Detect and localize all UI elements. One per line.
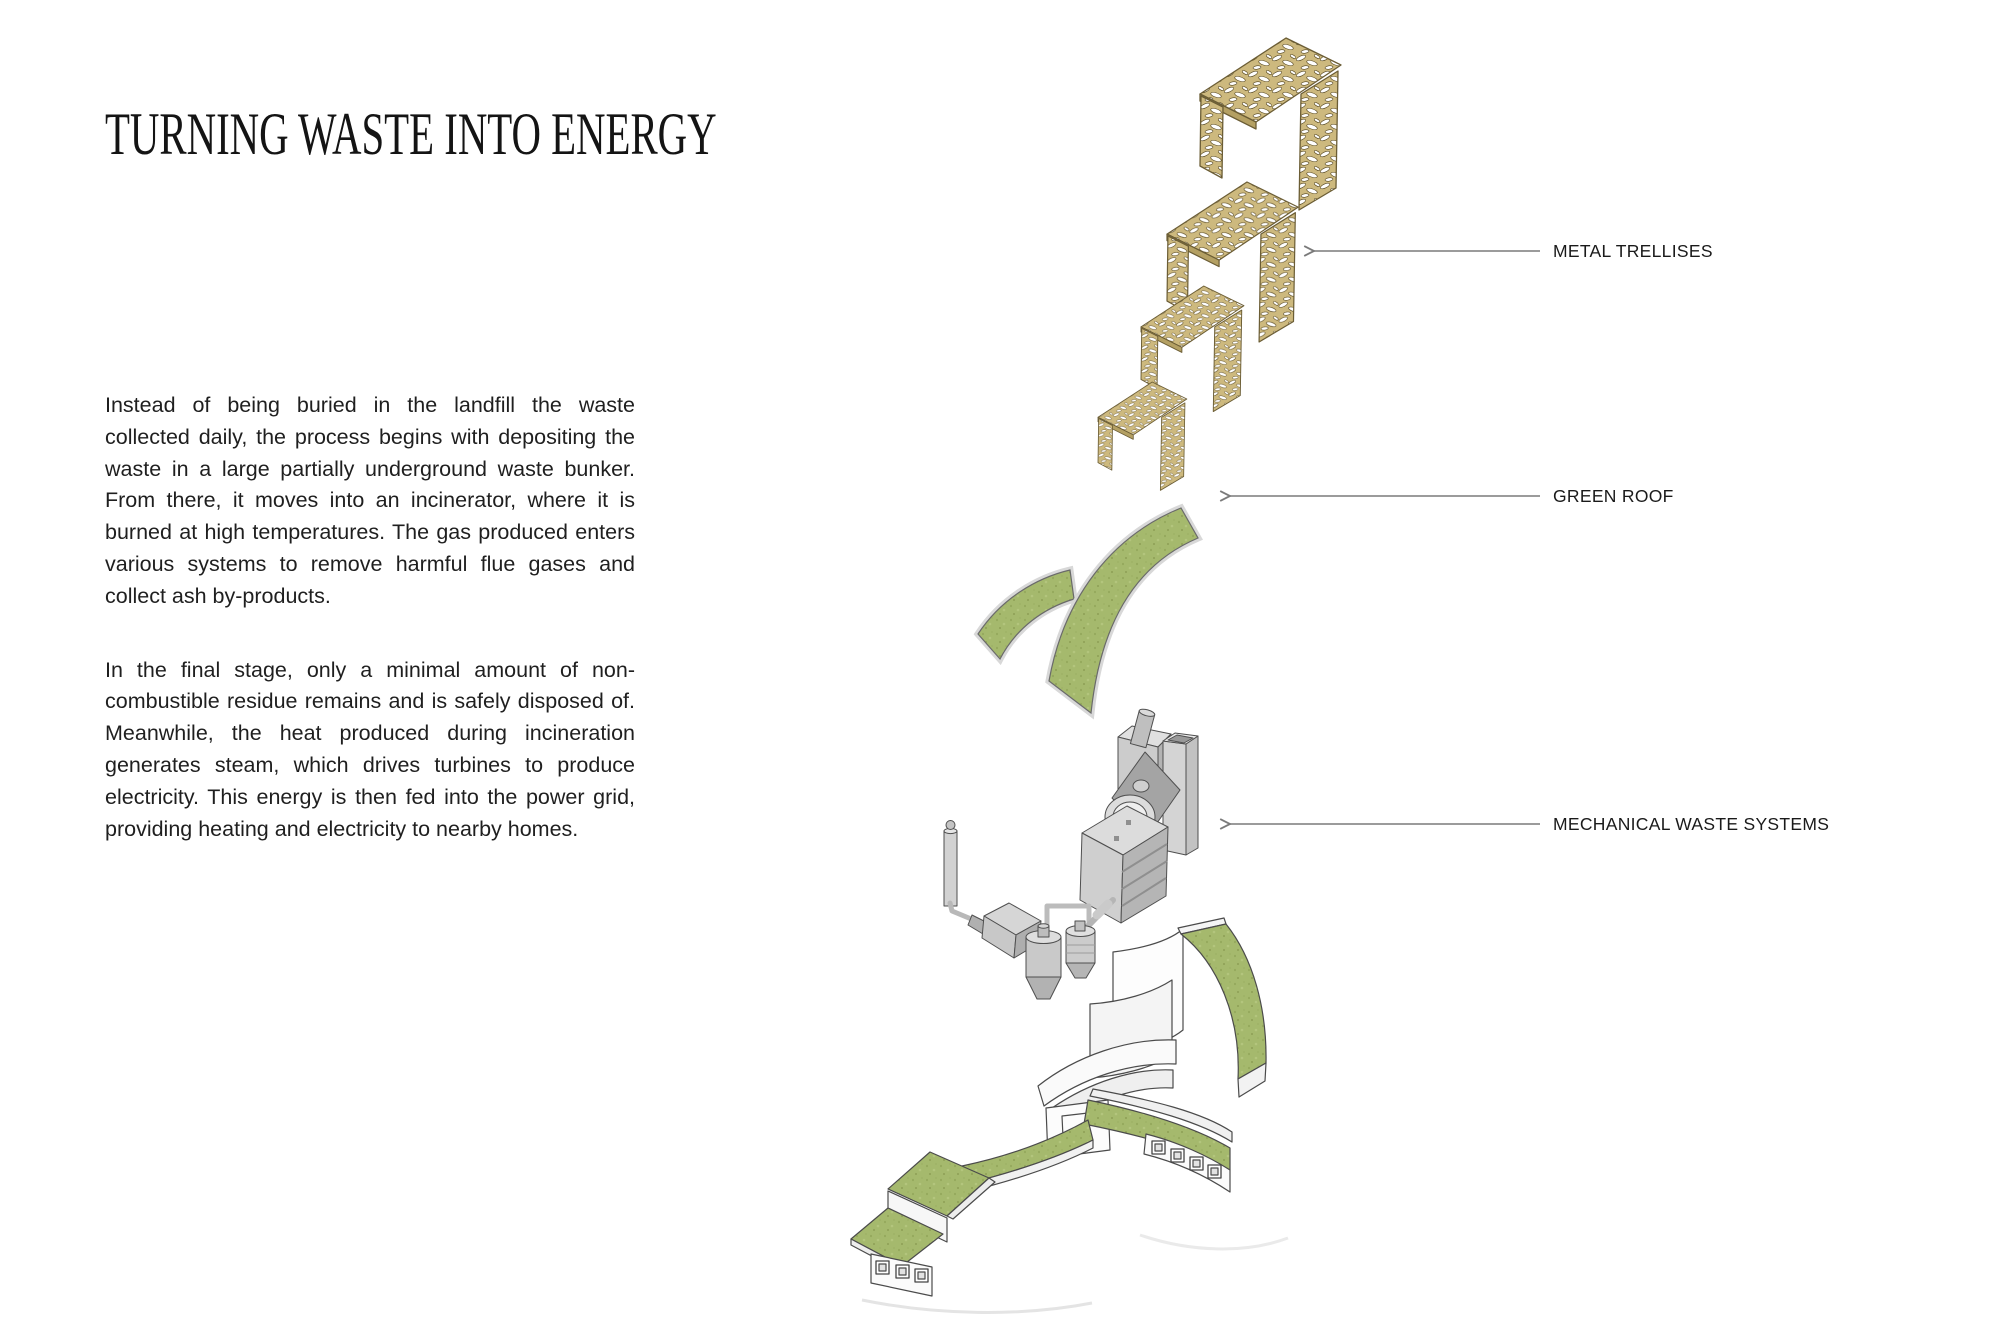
trellis-4	[1097, 381, 1188, 491]
green-roof-illustration	[973, 503, 1203, 720]
ground-shadow-right	[1139, 1233, 1289, 1251]
callout-label-metal-trellises: METAL TRELLISES	[1553, 241, 1713, 261]
callout-label-mechanical-waste-systems: MECHANICAL WASTE SYSTEMS	[1553, 814, 1830, 834]
feed-cylinder	[1129, 708, 1156, 749]
callout-label-green-roof: GREEN ROOF	[1553, 486, 1674, 506]
window	[1207, 1164, 1222, 1179]
walkway-edge	[965, 1139, 1094, 1193]
window	[895, 1264, 910, 1279]
green-roof-arc-large	[1048, 507, 1199, 715]
left-roof-upper-edge	[946, 1177, 996, 1220]
conveyor-box	[981, 902, 1042, 959]
stack-cylinder	[943, 820, 989, 935]
connecting-pipe	[1044, 903, 1092, 934]
page-title: TURNING WASTE INTO ENERGY	[105, 101, 717, 168]
window	[914, 1268, 929, 1283]
metal-trellises-illustration	[1097, 37, 1342, 491]
building-illustration	[850, 917, 1289, 1314]
description-paragraph-2: In the final stage, only a minimal amoun…	[105, 657, 635, 841]
window	[1170, 1148, 1185, 1163]
description-paragraph-1: Instead of being buried in the landfill …	[105, 393, 635, 608]
window	[1189, 1156, 1204, 1171]
ash-tank-large	[1025, 923, 1062, 1000]
curved-band-outer	[1037, 1039, 1177, 1107]
ground-shadow-left	[861, 1298, 1093, 1314]
window	[1151, 1140, 1166, 1155]
trellis-1	[1199, 37, 1342, 211]
callout-leaders	[1219, 245, 1540, 830]
window	[875, 1260, 890, 1275]
tower-fascia	[1237, 1062, 1267, 1098]
tower-green-roof	[1180, 923, 1267, 1080]
pipe-sleeve	[1092, 899, 1113, 920]
description-text: Instead of being buried in the landfill …	[105, 390, 635, 845]
wing-fascia	[1089, 1088, 1233, 1143]
machinery-illustration	[943, 708, 1199, 1000]
ash-tank-small	[1065, 920, 1096, 979]
filter-unit	[1079, 805, 1169, 924]
